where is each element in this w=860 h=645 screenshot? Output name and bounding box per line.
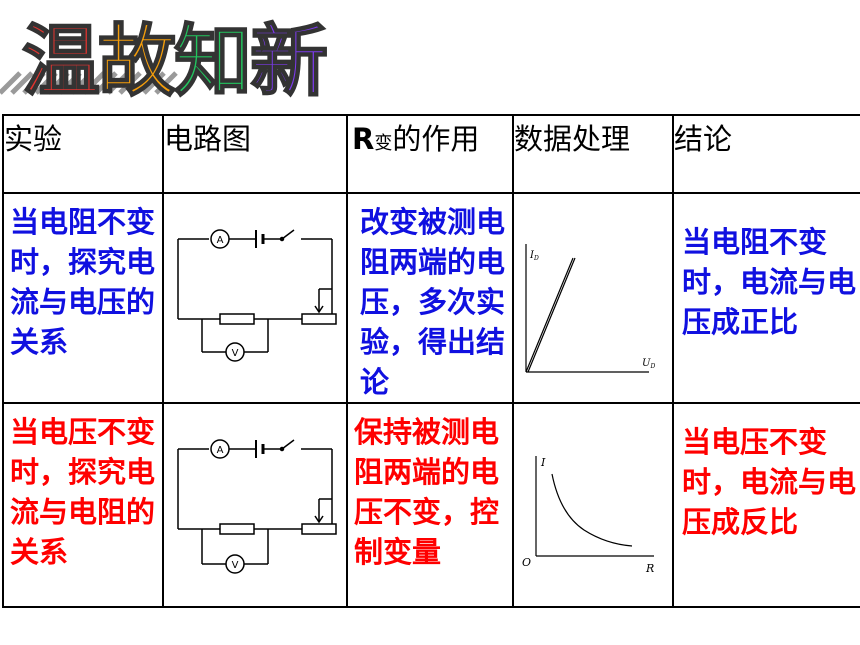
row1-role-text: 改变被测电阻两端的电压，多次实验，得出结论 [360,205,506,399]
header-data-processing: 数据处理 [512,114,674,194]
row2-conclusion-cell: 当电压不变时，电流与电压成反比 [672,402,860,608]
row2-graph-origin-label: O [522,556,531,569]
title-char-2: 故 [97,16,177,108]
row2-experiment-text: 当电压不变时，探究电流与电阻的关系 [10,415,156,569]
row2-circuit-cell: A V [162,402,348,608]
row1-graph-cell: ID UD [512,192,674,404]
row1-role-cell: 改变被测电阻两端的电压，多次实验，得出结论 [346,192,514,404]
row1-circuit-cell: A V [162,192,348,404]
row1-experiment-text: 当电阻不变时，探究电流与电压的关系 [10,205,156,359]
row2-role-cell: 保持被测电阻两端的电压不变，控制变量 [346,402,514,608]
header-rheostat-role: R变的作用 [346,114,514,194]
row2-inverse-graph: I R O [522,456,654,575]
row2-ammeter-label: A [217,445,224,456]
row2-graph-y-label: I [540,456,546,469]
title-stripes-decoration [0,71,178,95]
title-char-4: 新 [249,16,329,108]
row1-conclusion-cell: 当电阻不变时，电流与电压成正比 [672,192,860,404]
row2-experiment-cell: 当电压不变时，探究电流与电阻的关系 [2,402,164,608]
row1-linear-graph: ID UD [525,244,655,373]
row-resistance-constant: 当电阻不变时，探究电流与电压的关系 [2,192,860,404]
header-experiment: 实验 [2,114,164,194]
row2-conclusion-text: 当电压不变时，电流与电压成反比 [682,425,857,539]
header-row: 实验 电路图 R变的作用 数据处理 结论 [2,114,860,194]
row1-circuit-diagram: A V [177,229,337,362]
title-banner: 温故知新 [0,8,360,118]
page-title: 温故知新 [21,16,329,108]
header-r-subscript: 变 [374,133,393,154]
row2-circuit-diagram: A V [177,439,337,574]
row2-graph-x-label: R [645,562,654,575]
row1-graph-y-label: ID [529,250,539,262]
title-char-3: 知 [173,16,253,108]
header-r-suffix: 的作用 [392,122,480,156]
row1-experiment-cell: 当电阻不变时，探究电流与电压的关系 [2,192,164,404]
row2-role-text: 保持被测电阻两端的电压不变，控制变量 [354,415,500,569]
row2-graph-cell: I R O [512,402,674,608]
row1-ammeter-label: A [217,235,224,246]
header-circuit: 电路图 [162,114,348,194]
row1-graph-x-label: UD [642,358,655,370]
title-char-1: 温 [21,16,101,108]
header-conclusion: 结论 [672,114,860,194]
header-r-letter: R [352,122,375,156]
row1-conclusion-text: 当电阻不变时，电流与电压成正比 [682,225,857,339]
row2-voltmeter-label: V [232,560,239,571]
row-voltage-constant: 当电压不变时，探究电流与电阻的关系 [2,402,860,608]
summary-table: 实验 电路图 R变的作用 数据处理 结论 当电阻不变时，探究电流与电压的关系 [2,114,860,608]
row1-voltmeter-label: V [232,348,239,359]
